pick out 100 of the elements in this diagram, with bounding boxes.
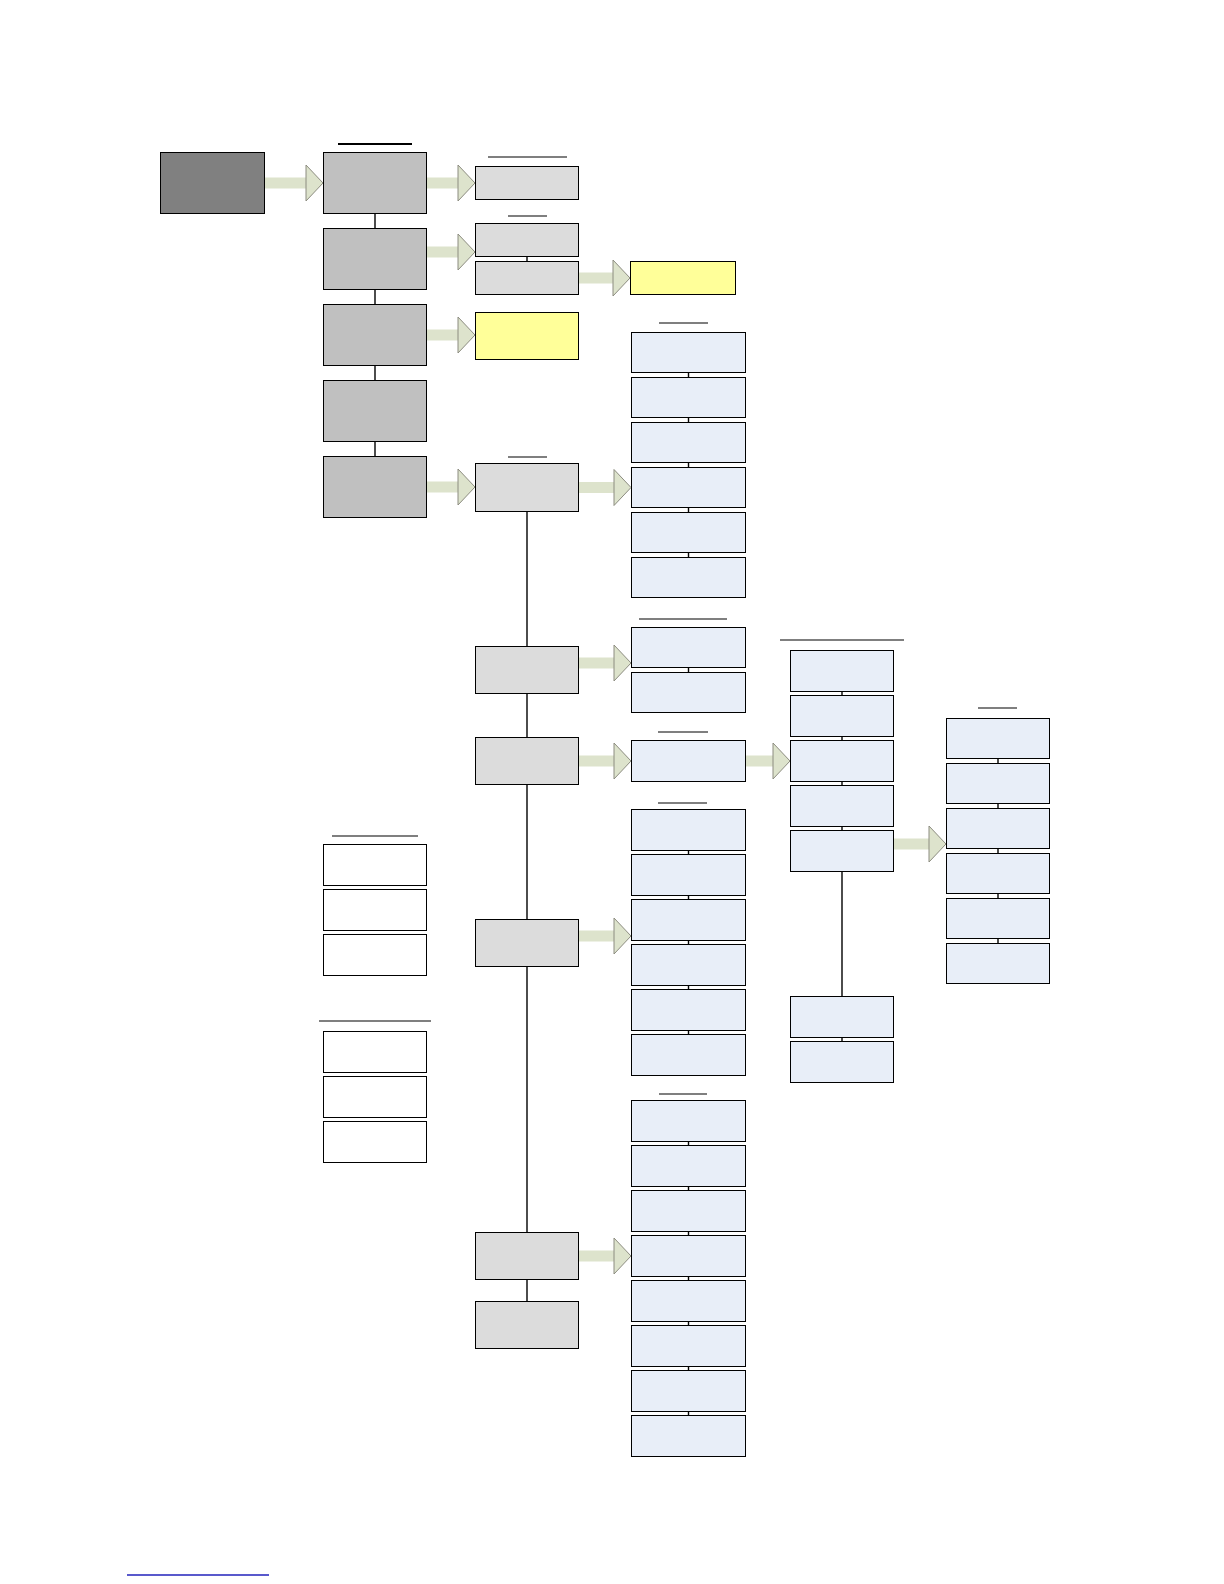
block-arrow	[579, 259, 631, 297]
flowchart-box	[631, 1034, 746, 1076]
flowchart-box	[631, 467, 746, 508]
block-arrow	[579, 742, 632, 780]
flowchart-box	[631, 809, 746, 851]
connector-line	[687, 1231, 690, 1236]
connector-line	[687, 1321, 690, 1326]
flowchart-box	[475, 646, 579, 694]
flowchart-box	[790, 996, 894, 1038]
connector-line	[687, 940, 690, 945]
flowchart-box	[631, 1325, 746, 1367]
flowchart-box	[631, 557, 746, 598]
flowchart-box	[790, 1041, 894, 1083]
connector-line	[997, 758, 999, 764]
flowchart-box	[631, 899, 746, 941]
connector-line	[997, 893, 999, 899]
block-arrow	[579, 469, 632, 506]
connector-line	[526, 693, 528, 738]
block-arrow	[579, 917, 632, 955]
connector-line	[526, 1279, 528, 1302]
flowchart-box	[475, 463, 579, 512]
flowchart-box	[790, 830, 894, 872]
connector-line	[374, 441, 376, 457]
flowchart-box	[631, 1100, 746, 1142]
connector-line	[687, 462, 690, 468]
flowchart-box	[790, 650, 894, 692]
flowchart-box	[323, 380, 427, 442]
connector-line	[526, 966, 528, 1233]
flowchart-box	[946, 943, 1050, 984]
flowchart-box	[946, 853, 1050, 894]
block-arrow	[427, 316, 476, 354]
block-arrow	[427, 164, 476, 202]
flowchart-box	[790, 695, 894, 737]
flowchart-box	[631, 627, 746, 668]
flowchart-box	[631, 1145, 746, 1187]
flowchart-box	[475, 223, 579, 257]
flowchart-box	[946, 898, 1050, 939]
connector-line	[687, 552, 690, 558]
connector-line	[687, 1411, 690, 1416]
flowchart-box	[475, 166, 579, 200]
flowchart-box	[790, 785, 894, 827]
connector-line	[841, 781, 843, 786]
flowchart-box	[631, 377, 746, 418]
flowchart-box	[475, 1232, 579, 1280]
flowchart-box	[631, 672, 746, 713]
block-arrow	[746, 742, 791, 780]
connector-line	[841, 691, 843, 696]
flowchart-box	[631, 1235, 746, 1277]
flowchart-box	[631, 1190, 746, 1232]
connector-line	[687, 850, 690, 855]
flowchart-box	[631, 989, 746, 1031]
connector-line	[687, 1366, 690, 1371]
connector-line	[687, 417, 690, 423]
block-arrow	[579, 644, 632, 682]
flowchart-box	[323, 1121, 427, 1163]
connector-line	[841, 826, 843, 831]
flowchart-box	[475, 737, 579, 785]
connector-line	[526, 511, 528, 647]
block-arrow	[265, 164, 324, 202]
connector-line	[687, 1030, 690, 1035]
connector-line	[841, 736, 843, 741]
connector-line	[841, 1037, 843, 1042]
flowchart-box	[631, 944, 746, 986]
flowchart-box	[323, 304, 427, 366]
connector-line	[997, 848, 999, 854]
connector-line	[997, 938, 999, 944]
connector-line	[526, 784, 528, 920]
flowchart-box	[630, 261, 736, 295]
flowchart-box	[631, 854, 746, 896]
flowchart-box	[631, 1415, 746, 1457]
flowchart-box	[631, 740, 746, 782]
flowchart-box	[790, 740, 894, 782]
connector-line	[687, 667, 690, 673]
flowchart-box	[631, 512, 746, 553]
flowchart-box	[631, 332, 746, 373]
connector-line	[841, 871, 843, 997]
flowchart-box	[631, 1370, 746, 1412]
flowchart-box	[475, 261, 579, 295]
flowchart-box	[631, 1280, 746, 1322]
block-arrow	[894, 825, 947, 863]
flowchart-box	[475, 1301, 579, 1349]
flowchart-box	[323, 152, 427, 214]
flowchart-box	[323, 889, 427, 931]
connector-line	[374, 365, 376, 381]
flowchart-box	[475, 312, 579, 360]
connector-line	[687, 507, 690, 513]
connector-line	[687, 1276, 690, 1281]
connector-line	[374, 213, 376, 229]
block-arrow	[579, 1237, 632, 1275]
connector-line	[997, 803, 999, 809]
connector-line	[526, 256, 528, 262]
block-arrow	[427, 468, 476, 506]
block-arrow	[427, 233, 476, 271]
flowchart-box	[631, 422, 746, 463]
connector-line	[687, 985, 690, 990]
flowchart-box	[323, 1076, 427, 1118]
flowchart-box	[946, 718, 1050, 759]
flowchart-box	[323, 228, 427, 290]
flowchart-box	[475, 919, 579, 967]
flowchart-box	[323, 844, 427, 886]
